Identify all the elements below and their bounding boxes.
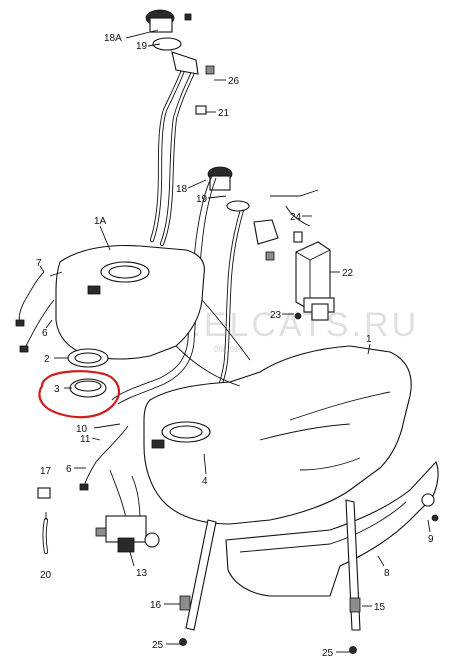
- fuel-tank: [55, 245, 412, 525]
- callout-labels: 18A 19 26 21 18 19 24 1A 7 22 23 6 1 2 3…: [36, 33, 434, 659]
- callout-1A: 1A: [94, 216, 107, 227]
- callout-10: 10: [76, 424, 88, 435]
- callout-24: 24: [290, 212, 302, 223]
- callout-20: 20: [40, 570, 52, 581]
- callout-1: 1: [366, 334, 372, 345]
- callout-16: 16: [150, 600, 162, 611]
- callout-9: 9: [428, 534, 434, 545]
- fuel-pump-module: [95, 469, 160, 553]
- callout-7: 7: [36, 258, 42, 269]
- leader-lines: [39, 29, 431, 653]
- callout-21: 21: [218, 108, 230, 119]
- heat-shield: [225, 460, 439, 597]
- filler-neck-upper: [145, 9, 215, 247]
- callout-2: 2: [44, 354, 50, 365]
- filler-neck-lower: [207, 166, 279, 403]
- highlight-circle: [38, 370, 121, 419]
- callout-6-upper: 6: [42, 328, 48, 339]
- callout-18A: 18A: [104, 33, 122, 44]
- callout-19-upper: 19: [136, 41, 148, 52]
- callout-17: 17: [40, 466, 52, 477]
- callout-19-lower: 19: [196, 194, 208, 205]
- callout-23: 23: [270, 310, 282, 321]
- callout-3: 3: [54, 384, 60, 395]
- clip: [37, 487, 51, 499]
- hose-20: [42, 517, 49, 555]
- tensioning-straps: [179, 499, 361, 654]
- callout-8: 8: [384, 568, 390, 579]
- seal-ring: [69, 378, 107, 398]
- callout-26: 26: [228, 76, 240, 87]
- charcoal-canister: [293, 231, 335, 321]
- callout-22: 22: [342, 268, 354, 279]
- locking-ring: [67, 348, 109, 368]
- callout-11: 11: [80, 434, 91, 445]
- callout-25-right: 25: [322, 648, 334, 659]
- callout-4: 4: [202, 476, 208, 487]
- callout-18: 18: [176, 184, 188, 195]
- callout-6-lower: 6: [66, 464, 72, 475]
- sender-wiring: [15, 271, 129, 491]
- callout-25-left: 25: [152, 640, 164, 651]
- callout-15: 15: [374, 602, 386, 613]
- callout-13: 13: [136, 568, 148, 579]
